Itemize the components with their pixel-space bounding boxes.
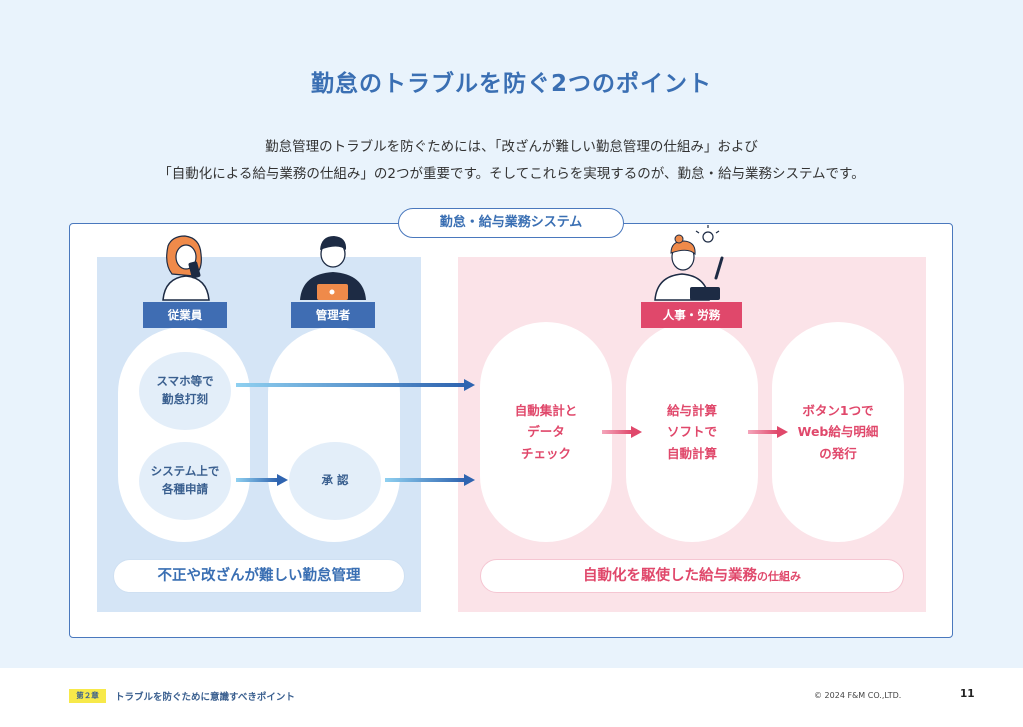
payroll-caption: 自動化を駆使した給与業務の仕組み — [480, 559, 904, 593]
hr-step-3-pill — [772, 322, 904, 542]
manager-step-approve: 承 認 — [289, 442, 381, 520]
flow-arrow-calc-icon — [602, 426, 642, 438]
flow-arrow-payslip-icon — [748, 426, 788, 438]
chapter-badge: 第２章 — [69, 689, 106, 703]
step-text-line: 勤怠打刻 — [162, 392, 208, 406]
step-text-line: Web給与明細 — [797, 424, 879, 440]
employee-step-apply: システム上で各種申請 — [139, 442, 231, 520]
role-label-employee: 従業員 — [143, 302, 227, 328]
hr-step-calculate: 給与計算ソフトで自動計算 — [626, 390, 758, 474]
page-title: 勤怠のトラブルを防ぐ2つのポイント — [310, 71, 712, 97]
hr-step-aggregate: 自動集計とデータチェック — [480, 390, 612, 474]
section-title: トラブルを防ぐために意識すべきポイント — [115, 692, 295, 703]
employee-step-clock-in: スマホ等で勤怠打刻 — [139, 352, 231, 430]
flow-arrow-apply-icon — [236, 474, 288, 486]
manager-illustration-icon — [300, 236, 366, 300]
system-label: 勤怠・給与業務システム — [398, 208, 624, 238]
hr-step-2-pill — [626, 322, 758, 542]
step-text-line: の発行 — [819, 445, 857, 461]
page-number: 11 — [960, 688, 975, 700]
hr-step-payslip: ボタン1つで Web給与明細の発行 — [772, 390, 904, 474]
flow-arrow-clock-in-icon — [236, 379, 475, 391]
intro-line-1: 勤怠管理のトラブルを防ぐためには、「改ざんが難しい勤怠管理の仕組み」および — [265, 139, 758, 155]
intro-line-2: 「自動化による給与業務の仕組み」の2つが重要です。そしてこれらを実現するのが、勤… — [158, 166, 865, 182]
flow-arrow-approve-icon — [385, 474, 475, 486]
step-text-line: スマホ等で — [156, 374, 214, 389]
step-text-line: 承 認 — [321, 473, 349, 488]
step-text-line: データ — [527, 424, 565, 440]
step-text-line: 自動計算 — [666, 445, 717, 461]
copyright: © 2024 F&M CO.,LTD. — [814, 691, 902, 700]
hr-illustration-icon — [654, 225, 724, 301]
employee-illustration-icon — [162, 235, 210, 301]
step-text-line: 給与計算 — [666, 403, 717, 419]
step-text-line: ソフトで — [666, 424, 717, 440]
payroll-caption-main: 自動化を駆使した給与業務 — [583, 568, 757, 584]
step-text-line: チェック — [520, 445, 571, 461]
step-text-line: 自動集計と — [514, 403, 578, 419]
role-label-manager: 管理者 — [291, 302, 375, 328]
step-text-line: システム上で — [150, 464, 220, 479]
step-text-line: ボタン1つで — [802, 403, 874, 419]
attendance-caption: 不正や改ざんが難しい勤怠管理 — [113, 559, 405, 593]
step-text-line: 各種申請 — [162, 482, 208, 496]
payroll-caption-suffix: の仕組み — [757, 570, 801, 583]
role-label-hr: 人事・労務 — [641, 302, 742, 328]
hr-step-1-pill — [480, 322, 612, 542]
